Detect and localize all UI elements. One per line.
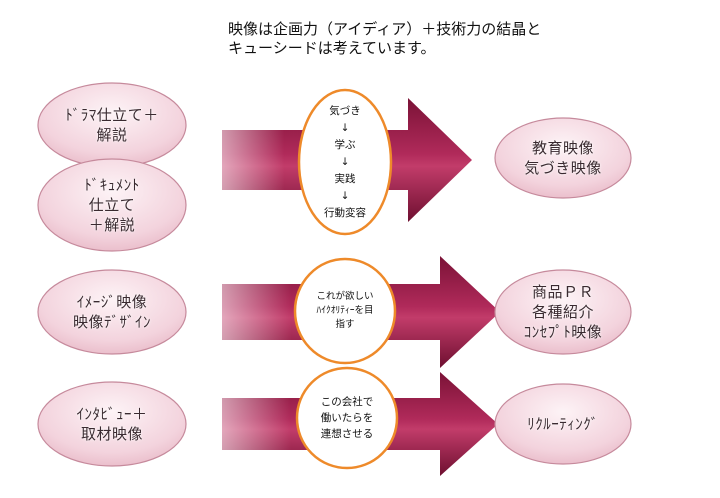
output-label-line: 商品ＰＲ xyxy=(531,283,594,301)
process-label-2: これが欲しい ﾊｲｸｵﾘﾃｨｰを目 指す xyxy=(297,286,393,336)
process-line: 指す xyxy=(335,319,355,330)
input-label-image: ｲﾒｰｼﾞ映像 映像ﾃﾞｻﾞｲﾝ xyxy=(48,282,176,342)
output-label-line: 気づき映像 xyxy=(524,159,602,177)
process-step: 気づき xyxy=(329,104,361,117)
input-label-line: ｲﾒｰｼﾞ映像 xyxy=(76,293,148,311)
process-label-3: この会社で 働いたらを 連想させる xyxy=(299,392,395,444)
process-circle-3 xyxy=(295,366,399,470)
input-label-line: ﾄﾞｷｭﾒﾝﾄ xyxy=(84,176,140,194)
output-oval-education xyxy=(494,117,632,199)
output-label-product: 商品ＰＲ 各種紹介 ｺﾝｾﾌﾟﾄ映像 xyxy=(500,280,626,344)
output-oval-recruiting xyxy=(494,383,632,465)
heading-line-1: 映像は企画力（アイディア）＋技術力の結晶と xyxy=(228,20,542,38)
process-circle-2 xyxy=(293,257,397,365)
process-line: ﾊｲｸｵﾘﾃｨｰを目 xyxy=(316,305,374,316)
input-label-line: ﾄﾞﾗﾏ仕立て＋ xyxy=(65,106,159,124)
process-line: この会社で xyxy=(320,396,374,408)
input-label-interview: ｲﾝﾀﾋﾞｭｰ＋ 取材映像 xyxy=(48,394,176,454)
process-line: これが欲しい xyxy=(316,291,374,302)
output-label-line: ﾘｸﾙｰﾃｨﾝｸﾞ xyxy=(527,415,599,433)
process-step: 学ぶ xyxy=(334,138,356,151)
process-arrow: ↓ xyxy=(340,155,350,168)
process-circle-1 xyxy=(297,88,393,236)
input-label-line: ＋解説 xyxy=(88,216,136,234)
process-line: 連想させる xyxy=(320,428,374,440)
output-label-recruiting: ﾘｸﾙｰﾃｨﾝｸﾞ xyxy=(500,410,626,438)
input-label-line: 仕立て xyxy=(88,196,136,214)
input-label-line: 取材映像 xyxy=(80,425,143,443)
process-arrow: ↓ xyxy=(340,189,350,202)
process-arrow: ↓ xyxy=(340,121,350,134)
output-label-education: 教育映像 気づき映像 xyxy=(500,130,626,186)
input-label-drama: ﾄﾞﾗﾏ仕立て＋ 解説 xyxy=(48,95,176,155)
input-label-line: 解説 xyxy=(96,126,128,144)
input-label-line: 映像ﾃﾞｻﾞｲﾝ xyxy=(72,313,151,331)
input-label-documentary: ﾄﾞｷｭﾒﾝﾄ 仕立て ＋解説 xyxy=(48,170,176,240)
process-step: 実践 xyxy=(334,172,356,185)
output-label-line: ｺﾝｾﾌﾟﾄ映像 xyxy=(523,323,603,341)
process-label-1: 気づき ↓ 学ぶ ↓ 実践 ↓ 行動変容 xyxy=(300,98,390,226)
input-oval-documentary xyxy=(37,158,187,252)
diagram-heading: 映像は企画力（アイディア）＋技術力の結晶と キューシードは考えています。 xyxy=(228,20,688,58)
input-label-line: ｲﾝﾀﾋﾞｭｰ＋ xyxy=(76,405,148,423)
input-oval-interview xyxy=(37,381,187,467)
output-label-line: 教育映像 xyxy=(531,139,594,157)
input-oval-image xyxy=(37,269,187,355)
output-label-line: 各種紹介 xyxy=(531,303,594,321)
heading-line-2: キューシードは考えています。 xyxy=(228,39,436,57)
process-line: 働いたらを xyxy=(320,412,374,424)
process-step: 行動変容 xyxy=(324,206,366,219)
output-oval-product xyxy=(494,269,632,355)
